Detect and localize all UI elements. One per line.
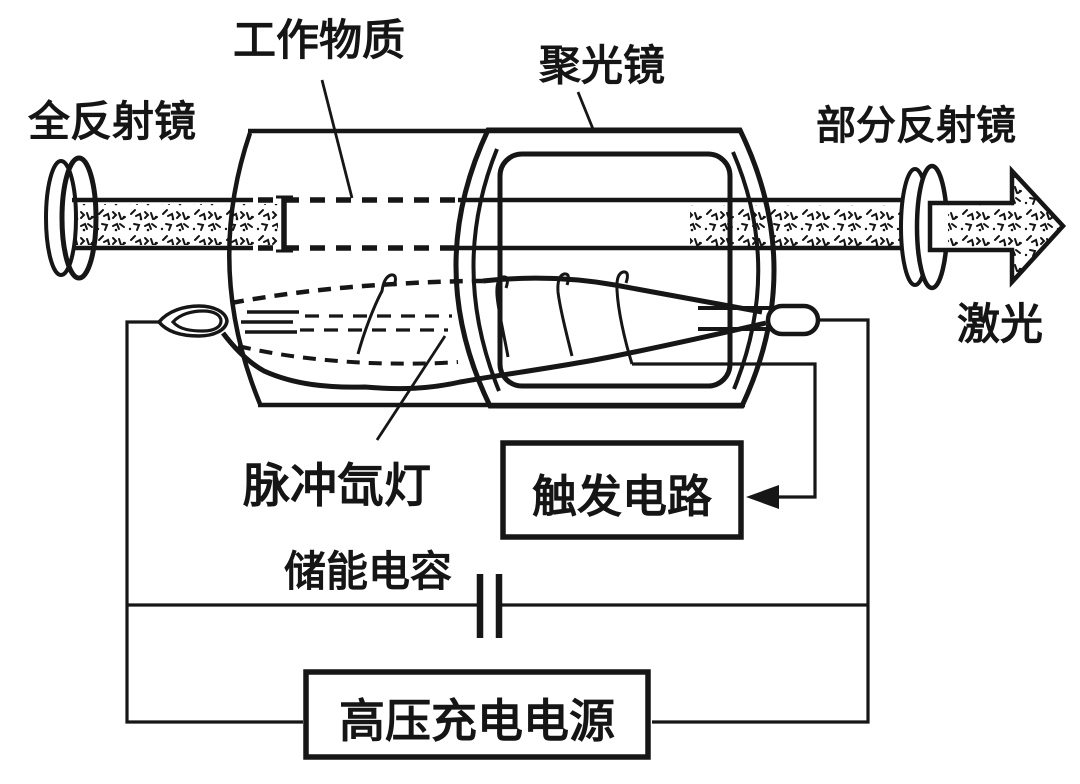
flash-lamp xyxy=(156,270,821,392)
lamp-left-electrode-outer xyxy=(156,304,229,338)
total-reflector-mirror-front xyxy=(59,155,99,281)
label-condenser: 聚光镜 xyxy=(538,42,665,89)
lamp-bottom-hidden-edge xyxy=(237,344,459,366)
beam-texture-left xyxy=(74,204,278,245)
working-substance-rod xyxy=(258,195,458,253)
label-flash-lamp: 脉冲氙灯 xyxy=(243,459,431,512)
leader-working-substance xyxy=(320,79,354,199)
label-partial-reflector: 部分反射镜 xyxy=(816,104,1016,148)
lamp-left-electrode-marks xyxy=(241,310,452,334)
trigger-arrowhead xyxy=(746,485,779,509)
label-trigger-circuit: 触发电路 xyxy=(532,471,713,522)
trigger-wire xyxy=(632,362,817,509)
lamp-bottom-edge xyxy=(221,320,767,392)
label-total-reflector: 全反射镜 xyxy=(27,98,196,145)
lamp-trigger-windings xyxy=(356,270,634,365)
lamp-top-edge xyxy=(482,275,763,315)
leader-flash-lamp xyxy=(375,335,447,441)
leader-condenser xyxy=(576,91,595,130)
discharge-circuit-wires xyxy=(125,318,870,724)
condenser-inner-window xyxy=(497,151,733,389)
trigger-circuit-box xyxy=(500,440,744,540)
condenser-left-wall xyxy=(471,148,501,392)
hv-power-supply-box xyxy=(303,669,651,760)
leader-lines xyxy=(320,79,595,441)
wire-left xyxy=(125,320,303,724)
wire-right xyxy=(652,318,870,724)
beam-tube xyxy=(72,197,902,251)
housing-left-endcap xyxy=(227,132,263,405)
laser-output-arrow xyxy=(927,165,1067,288)
lamp-left-electrode-inner xyxy=(170,309,223,333)
lamp-right-electrode xyxy=(765,303,821,337)
condenser-barrel xyxy=(453,127,777,409)
label-laser-output: 激光 xyxy=(957,301,1043,349)
storage-capacitor-symbol xyxy=(476,574,503,638)
label-working-substance: 工作物质 xyxy=(233,17,405,65)
beam-texture-right xyxy=(690,205,900,246)
condenser-right-wall xyxy=(731,151,761,390)
label-storage-capacitor: 储能电容 xyxy=(284,548,452,595)
lamp-top-hidden-edge xyxy=(230,278,484,306)
label-hv-power-supply: 高压充电电源 xyxy=(339,695,615,747)
